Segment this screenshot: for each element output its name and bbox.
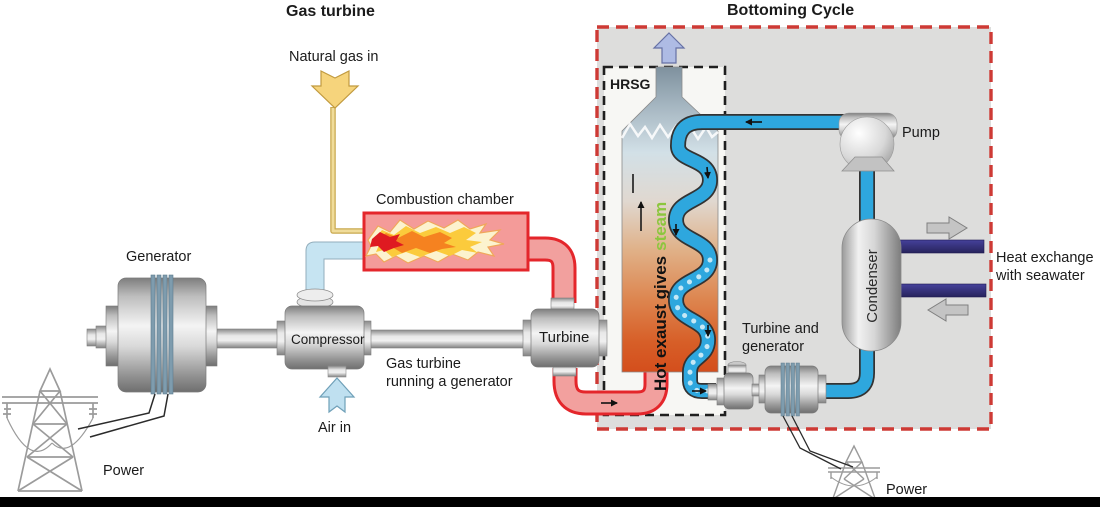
up-flow-arrows [632, 174, 641, 231]
power-wires-left [77, 393, 169, 438]
main-shaft [214, 328, 535, 349]
turbine-generator-line1: Turbine and [742, 321, 819, 337]
turbine-generator-line2: generator [742, 339, 805, 355]
bottoming-cycle-title: Bottoming Cycle [727, 2, 855, 19]
hot-gas-pipe-chamber-to-turbine [525, 236, 577, 303]
power-label-right: Power [886, 482, 928, 498]
flame-icon [364, 219, 505, 264]
power-label-left: Power [103, 463, 145, 479]
flow-arrows [601, 118, 762, 407]
power-tower-left [2, 366, 98, 492]
heat-exchange-label: Heat exchange with seawater [996, 249, 1094, 285]
air-pipe [305, 241, 365, 293]
steam-water-coil [667, 114, 845, 399]
hrsg-flow-text: Hot exaust givessteam [651, 202, 670, 391]
compressor-label: Compressor [291, 332, 365, 347]
air-in-label: Air in [318, 420, 352, 436]
natural-gas-line [330, 107, 366, 234]
turbine-label: Turbine [539, 329, 590, 346]
gas-turbine-note-line2: running a generator [386, 374, 513, 390]
combustion-chamber [362, 211, 530, 272]
steam-turbine-generator [707, 361, 854, 470]
pump-label: Pump [902, 125, 940, 141]
hrsg-label: HRSG [610, 76, 651, 92]
heat-exchange-line2: with seawater [996, 268, 1085, 284]
pump [838, 112, 898, 172]
combustion-chamber-label: Combustion chamber [376, 192, 514, 208]
natural-gas-in-label: Natural gas in [289, 49, 379, 65]
steam-turbine-body [723, 372, 754, 410]
seawater-out-arrow [926, 216, 968, 240]
gas-turbine-title: Gas turbine [286, 3, 375, 20]
seawater-in-arrow [927, 298, 969, 322]
air-in-arrow [318, 377, 356, 414]
turbine-generator-label: Turbine and generator [742, 320, 819, 356]
heat-exchange-line1: Heat exchange [996, 250, 1094, 266]
exhaust-up-arrow [652, 32, 686, 64]
condenser-vessel [841, 218, 902, 352]
natural-gas-arrow [310, 70, 360, 109]
condensate-pipes [822, 160, 875, 399]
generator-label: Generator [126, 249, 192, 265]
compressor [276, 288, 372, 378]
air-inlet-stub [327, 365, 347, 378]
power-wires-right [782, 415, 854, 470]
seawater-pipes [877, 239, 987, 298]
main-generator [77, 274, 218, 438]
gas-turbine-note-line1: Gas turbine [386, 356, 461, 372]
gas-turbine [522, 297, 608, 377]
bottom-bar [0, 497, 1100, 507]
condenser-label: Condenser [864, 249, 881, 322]
power-tower-right [828, 444, 880, 502]
generator-windings [150, 274, 174, 395]
steam-generator-windings [780, 362, 800, 417]
gas-turbine-note: Gas turbine running a generator [386, 355, 513, 391]
